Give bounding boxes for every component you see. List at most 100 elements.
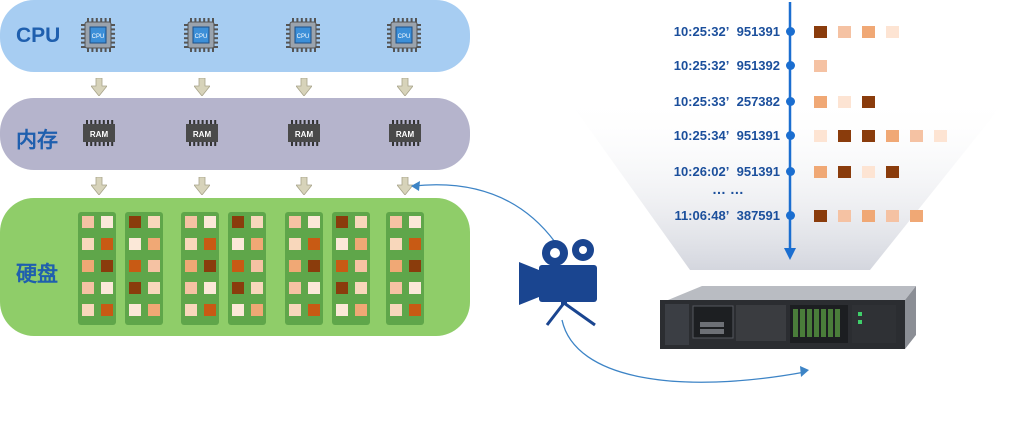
disk-block — [251, 304, 263, 316]
timeline-entry: 11:06:48’ 387591 — [640, 208, 780, 223]
down-arrow-icon — [193, 77, 211, 97]
camera-to-server-arrow — [561, 319, 806, 383]
disk-block — [204, 216, 216, 228]
disk-block — [204, 238, 216, 250]
timestamp: 10:26:02’ — [673, 164, 730, 179]
svg-text:RAM: RAM — [396, 130, 415, 139]
disk-block — [251, 260, 263, 272]
disk-block — [82, 282, 94, 294]
down-arrow-icon — [396, 176, 414, 196]
disk-block — [185, 260, 197, 272]
disk-block — [82, 304, 94, 316]
disk-block — [129, 216, 141, 228]
svg-text:RAM: RAM — [193, 130, 212, 139]
timestamp: 10:25:33’ — [673, 94, 730, 109]
disk-block — [308, 260, 320, 272]
svg-text:RAM: RAM — [90, 130, 109, 139]
disk-block — [101, 260, 113, 272]
record-id: 951391 — [736, 24, 780, 39]
disk-block — [129, 282, 141, 294]
data-cell — [886, 130, 899, 142]
cpu-chip-icon: CPU — [286, 18, 320, 52]
disk-block — [101, 216, 113, 228]
disk-block — [336, 260, 348, 272]
down-arrow-icon — [396, 77, 414, 97]
disk-block — [232, 282, 244, 294]
disk-block — [232, 216, 244, 228]
data-cell — [886, 166, 899, 178]
disk-block — [308, 216, 320, 228]
timeline-entry: 10:25:32’ 951391 — [640, 24, 780, 39]
disk-block — [232, 304, 244, 316]
timeline-node — [786, 61, 795, 70]
disk-block — [390, 260, 402, 272]
camera-to-disk-arrow — [412, 184, 556, 243]
timeline-entry: 10:25:33’ 257382 — [640, 94, 780, 109]
camera-to-server-arrowhead — [800, 366, 809, 377]
disk-block — [148, 282, 160, 294]
record-id: 951391 — [736, 164, 780, 179]
disk-block — [148, 238, 160, 250]
cpu-chip-icon: CPU — [184, 18, 218, 52]
data-cell — [862, 96, 875, 108]
disk-block — [204, 260, 216, 272]
rack-server-icon — [660, 286, 916, 349]
data-cell — [862, 130, 875, 142]
disk-block — [289, 260, 301, 272]
ram-module-icon: RAM — [388, 120, 422, 146]
disk-block — [101, 304, 113, 316]
disk-block — [289, 216, 301, 228]
svg-text:CPU: CPU — [297, 34, 310, 40]
disk-block — [355, 282, 367, 294]
camera-to-disk-arrowhead — [411, 181, 420, 191]
timeline-entry: 10:25:34’ 951391 — [640, 128, 780, 143]
record-id: 387591 — [736, 208, 780, 223]
svg-text:RAM: RAM — [295, 130, 314, 139]
disk-block — [251, 238, 263, 250]
data-cell — [886, 210, 899, 222]
disk-block — [289, 238, 301, 250]
data-cell — [862, 210, 875, 222]
disk-block — [185, 238, 197, 250]
disk-block — [308, 238, 320, 250]
disk-block — [355, 260, 367, 272]
data-cell — [814, 166, 827, 178]
data-cell — [838, 130, 851, 142]
disk-block — [390, 304, 402, 316]
timestamp: 10:25:32’ — [673, 58, 730, 73]
disk-block — [409, 260, 421, 272]
data-cell — [886, 26, 899, 38]
disk-block — [148, 304, 160, 316]
data-cell — [838, 96, 851, 108]
data-cell — [814, 96, 827, 108]
disk-block — [355, 216, 367, 228]
ram-module-icon: RAM — [185, 120, 219, 146]
timeline-node — [786, 131, 795, 140]
timestamp: 10:25:32’ — [673, 24, 730, 39]
data-cell — [838, 26, 851, 38]
disk-block — [308, 282, 320, 294]
disk-block — [409, 216, 421, 228]
disk-block — [409, 282, 421, 294]
timeline-entry: 10:26:02’ 951391 — [640, 164, 780, 179]
disk-block — [289, 282, 301, 294]
data-cell — [910, 210, 923, 222]
disk-block — [232, 238, 244, 250]
data-cell — [814, 26, 827, 38]
timestamp: 11:06:48’ — [674, 208, 730, 223]
disk-block — [251, 216, 263, 228]
data-cell — [814, 60, 827, 72]
timeline-node — [786, 27, 795, 36]
disk-block — [148, 216, 160, 228]
disk-block — [185, 304, 197, 316]
disk-block — [251, 282, 263, 294]
disk-block — [82, 238, 94, 250]
disk-block — [82, 260, 94, 272]
svg-text:CPU: CPU — [398, 34, 411, 40]
disk-block — [185, 216, 197, 228]
disk-block — [355, 304, 367, 316]
funnel-shade — [565, 95, 1010, 270]
timeline-node — [786, 167, 795, 176]
disk-block — [336, 216, 348, 228]
ram-module-icon: RAM — [82, 120, 116, 146]
